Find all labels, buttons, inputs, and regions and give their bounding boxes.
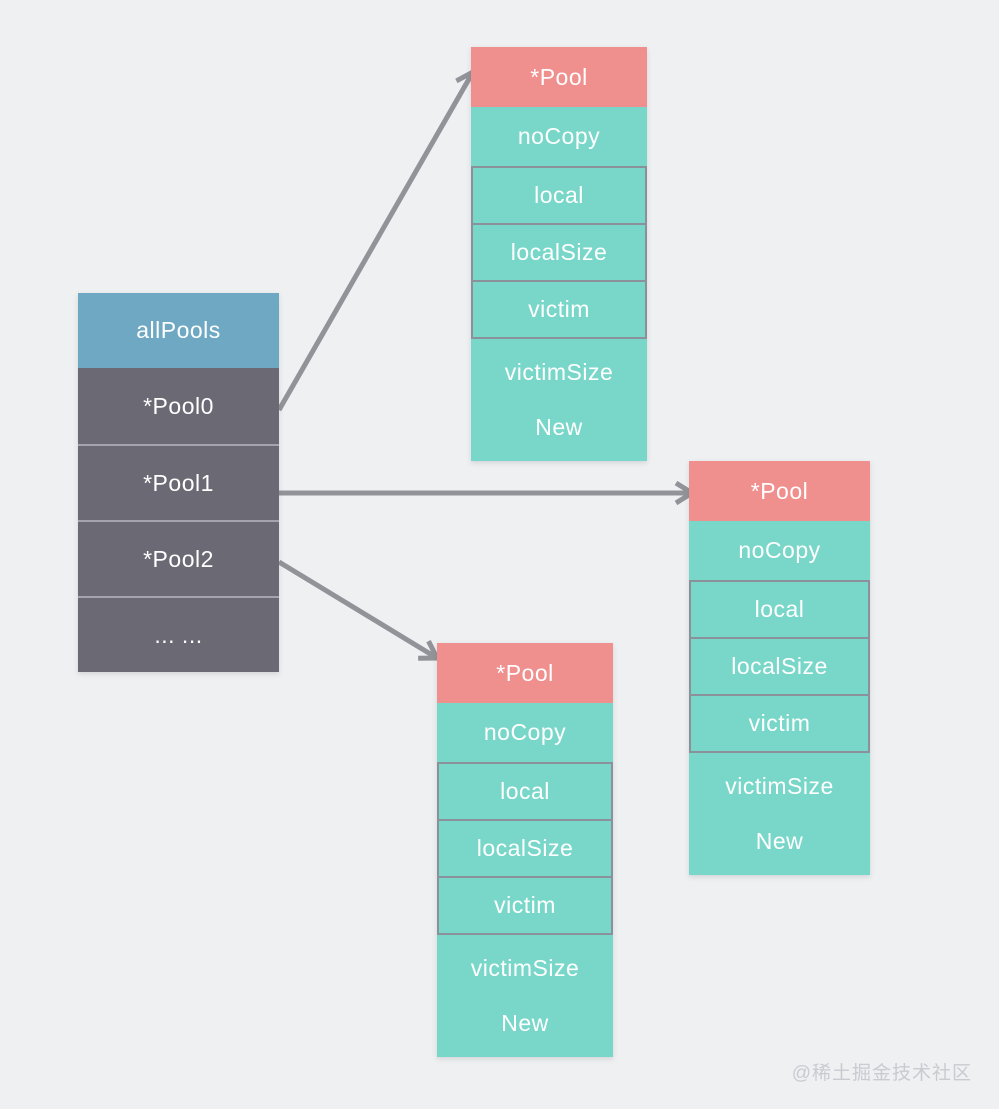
- pool-field-localsize: localSize: [689, 637, 870, 696]
- pool-field-victimsize: victimSize: [504, 359, 614, 385]
- allpools-row-ellipsis: ... ...: [78, 596, 279, 672]
- arrow-pool2-to-pool-bottom: [277, 559, 437, 658]
- pool-field-local: local: [437, 762, 613, 821]
- pool-field-victim: victim: [437, 876, 613, 935]
- allpools-table: allPools *Pool0 *Pool1 *Pool2 ... ...: [78, 293, 279, 672]
- pool-field-new: New: [755, 828, 804, 854]
- watermark: @稀土掘金技术社区: [791, 1063, 972, 1084]
- pool-field-localsize: localSize: [471, 223, 647, 282]
- pool-header: *Pool: [437, 643, 613, 703]
- pool-struct-bottom: *Pool noCopy local localSize victim vict…: [437, 643, 613, 1057]
- pool-field-victim: victim: [471, 280, 647, 339]
- allpools-row-pool0: *Pool0: [78, 368, 279, 444]
- pool-tail-cell: victimSize New: [471, 339, 647, 461]
- pool-tail-cell: victimSize New: [437, 935, 613, 1057]
- pool-field-nocopy: noCopy: [437, 703, 613, 762]
- arrow-pool0-to-pool-top: [276, 72, 473, 412]
- pool-field-victimsize: victimSize: [470, 955, 580, 981]
- pool-field-nocopy: noCopy: [689, 521, 870, 580]
- pool-field-victimsize: victimSize: [725, 773, 834, 799]
- allpools-row-pool1: *Pool1: [78, 444, 279, 520]
- pool-header: *Pool: [471, 47, 647, 107]
- pool-field-local: local: [471, 166, 647, 225]
- pool-tail-cell: victimSize New: [689, 753, 870, 875]
- pool-header: *Pool: [689, 461, 870, 521]
- allpools-header: allPools: [78, 293, 279, 368]
- pool-field-nocopy: noCopy: [471, 107, 647, 166]
- pool-struct-right: *Pool noCopy local localSize victim vict…: [689, 461, 870, 875]
- pool-field-victim: victim: [689, 694, 870, 753]
- allpools-row-pool2: *Pool2: [78, 520, 279, 596]
- pool-struct-top: *Pool noCopy local localSize victim vict…: [471, 47, 647, 461]
- pool-field-localsize: localSize: [437, 819, 613, 878]
- pool-field-new: New: [535, 414, 583, 440]
- pool-field-local: local: [689, 580, 870, 639]
- pool-field-new: New: [501, 1010, 549, 1036]
